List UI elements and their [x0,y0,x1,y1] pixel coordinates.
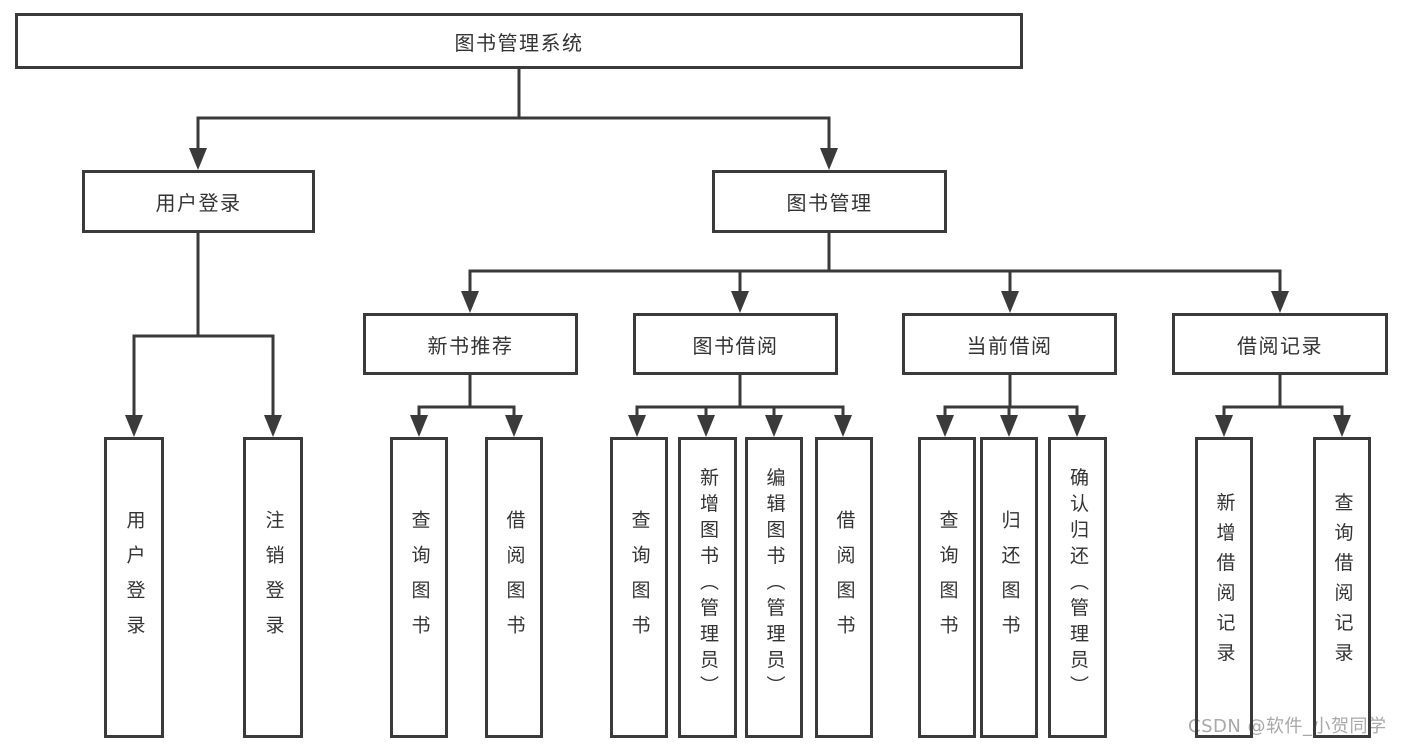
node-borrowing-records: 借阅记录 [1172,313,1388,375]
leaf-query-borrow-record: 查询借阅记录 [1313,437,1371,738]
leaf-confirm-return-admin: 确认归还（管理员） [1048,437,1107,738]
leaf-edit-book-admin: 编辑图书（管理员） [745,437,803,738]
node-book-borrowing: 图书借阅 [633,313,838,375]
leaf-confirm-return-admin-label: 确认归还（管理员） [1067,467,1089,701]
leaf-query-books-recommend: 查询图书 [390,437,448,738]
connector-current-borrowing-branch [936,373,1086,437]
connector-book-management-to-level3 [461,231,1289,313]
leaf-return-book: 归还图书 [980,437,1038,738]
leaf-user-login: 用户登录 [104,437,164,738]
leaf-logout: 注销登录 [243,437,303,738]
node-borrowing-records-label: 借阅记录 [1237,333,1323,358]
node-root-system-label: 图书管理系统 [454,30,584,55]
connector-borrowing-records-branch [1215,373,1351,437]
leaf-query-books-current: 查询图书 [918,437,976,738]
leaf-query-borrow-record-label: 查询借阅记录 [1331,492,1354,672]
leaf-edit-book-admin-label: 编辑图书（管理员） [763,467,786,701]
node-current-borrowing: 当前借阅 [902,313,1117,375]
leaf-borrow-books-recommend: 借阅图书 [485,437,543,738]
leaf-borrow-books-borrowing: 借阅图书 [815,437,873,738]
node-new-book-recommend: 新书推荐 [363,313,578,375]
leaf-return-book-label: 归还图书 [998,509,1021,650]
leaf-borrow-books-borrowing-label: 借阅图书 [833,509,856,650]
node-user-login-branch: 用户登录 [82,170,315,233]
node-book-management: 图书管理 [712,170,947,233]
node-user-login-branch-label: 用户登录 [155,191,242,215]
leaf-logout-label: 注销登录 [262,509,285,650]
leaf-user-login-label: 用户登录 [123,509,146,650]
leaf-add-borrow-record: 新增借阅记录 [1195,437,1253,738]
leaf-add-book-admin: 新增图书（管理员） [678,437,737,738]
leaf-borrow-books-recommend-label: 借阅图书 [503,509,526,650]
leaf-add-book-admin-label: 新增图书（管理员） [697,467,719,701]
leaf-query-books-borrowing: 查询图书 [610,437,668,738]
leaf-query-books-current-label: 查询图书 [936,509,959,650]
leaf-add-borrow-record-label: 新增借阅记录 [1213,492,1236,672]
leaf-query-books-borrowing-label: 查询图书 [628,509,651,650]
connector-root-to-level2 [189,67,838,170]
leaf-query-books-recommend-label: 查询图书 [408,509,431,650]
connector-book-borrowing-branch [628,373,852,437]
watermark-text: CSDN @软件_小贺同学 [1188,716,1387,737]
connector-user-login-branch [125,231,282,437]
node-book-borrowing-label: 图书借阅 [692,333,779,358]
node-new-book-recommend-label: 新书推荐 [427,333,514,358]
node-root-system: 图书管理系统 [15,13,1023,69]
node-book-management-label: 图书管理 [786,191,873,215]
connector-new-book-recommend-branch [410,373,523,437]
node-current-borrowing-label: 当前借阅 [966,333,1053,358]
